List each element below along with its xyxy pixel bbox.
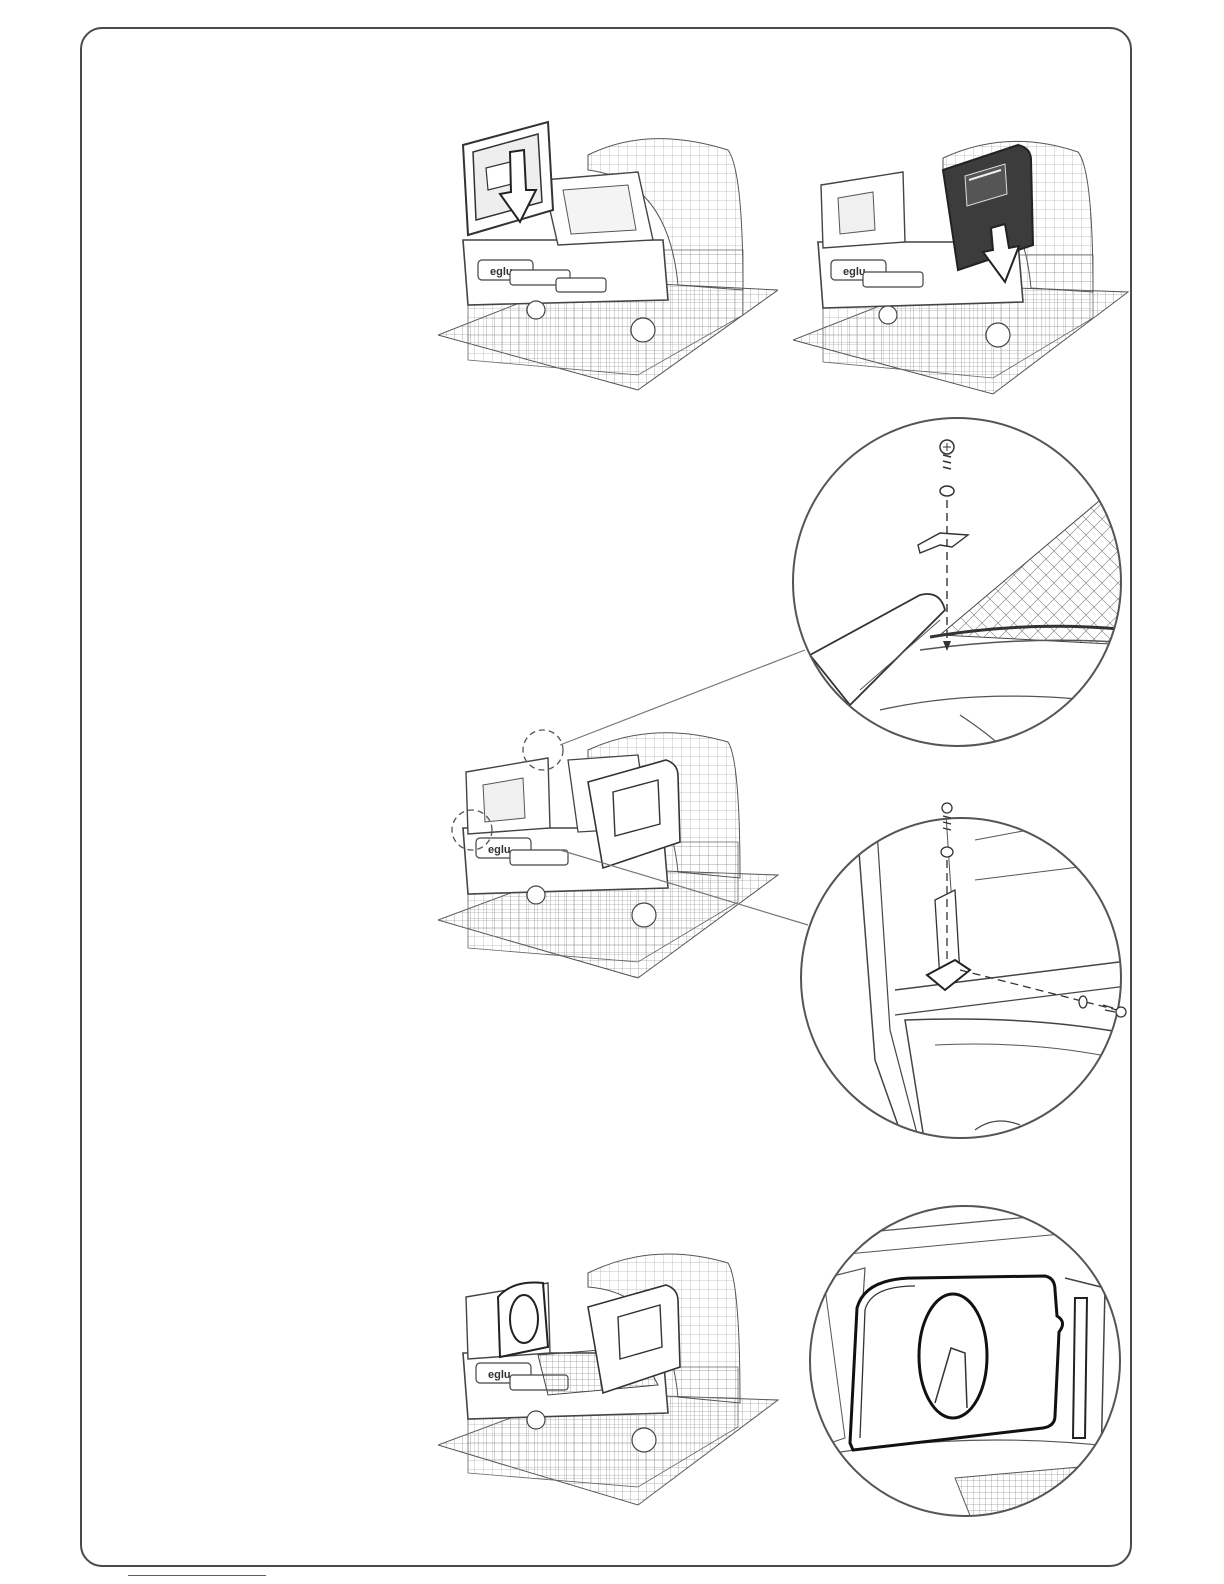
coop-front-panel-fitting: eglu: [438, 110, 778, 395]
brand-mark: eglu: [843, 266, 866, 278]
washer-icon: [940, 486, 954, 496]
coop-side-panel-fitting: eglu: [793, 110, 1133, 395]
bracket-detail-corner: [795, 800, 1135, 1145]
brand-mark: eglu: [488, 844, 511, 856]
bracket-detail-top: [790, 415, 1125, 750]
footer-rule: [128, 1575, 266, 1576]
divider-panel-icon: [850, 1276, 1063, 1450]
brand-mark: eglu: [488, 1369, 511, 1381]
callout-lines: [540, 640, 820, 940]
front-panel: [463, 122, 553, 235]
divider-detail: [805, 1198, 1125, 1528]
washer-icon: [1079, 996, 1087, 1008]
brand-mark: eglu: [490, 266, 513, 278]
washer-icon: [941, 847, 953, 857]
coop-divider-fitting: eglu: [438, 1235, 783, 1510]
